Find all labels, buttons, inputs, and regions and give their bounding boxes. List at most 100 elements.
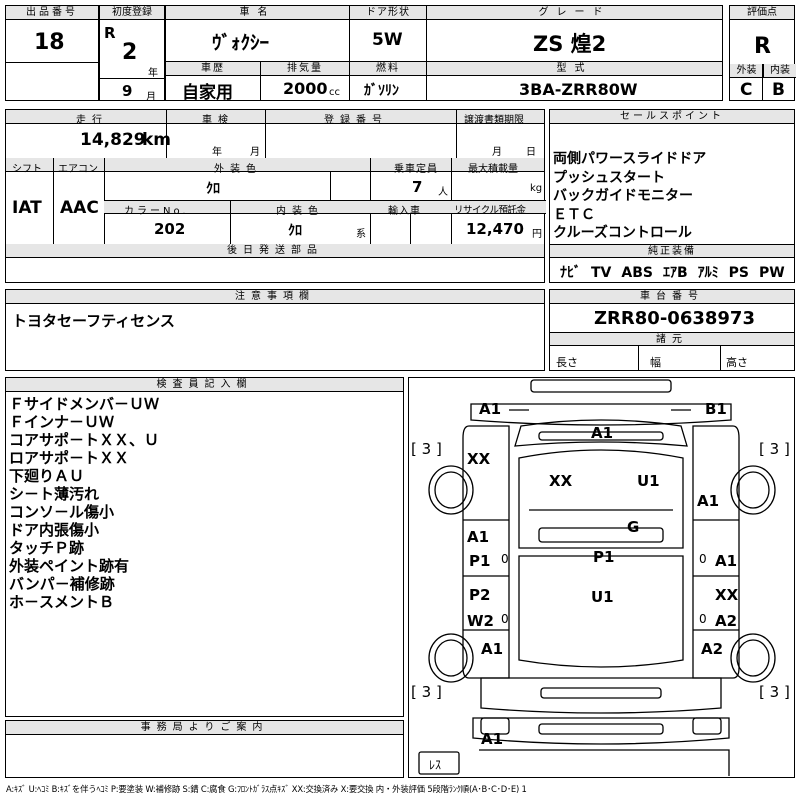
mark-door-rr: XX	[715, 586, 739, 604]
inspector-item: ロアサポ－トＸＸ	[9, 449, 130, 467]
recycle-unit: 円	[532, 229, 542, 240]
month-unit: 月	[146, 92, 156, 103]
mark-glass: G	[627, 518, 640, 536]
recycle-label: リサイクル預託金	[454, 205, 526, 216]
first-registration: 初度登録 R 2 年 9 月	[99, 5, 165, 103]
height-label: 高さ	[726, 356, 748, 369]
small-mark: 0	[501, 612, 509, 626]
import-label: 輸入車	[388, 206, 421, 217]
chassis-number: 車台番号 ZRR80-0638973 諸元 長さ 幅 高さ	[549, 289, 795, 371]
equip-item: TV	[591, 265, 612, 281]
shift-label: シフト	[12, 164, 42, 175]
transfer-month-unit: 月	[492, 147, 502, 158]
insp-month-unit: 月	[250, 147, 260, 158]
fuel-value: ｶﾞｿﾘﾝ	[364, 83, 399, 99]
small-mark: 0	[501, 552, 509, 566]
length-label: 長さ	[556, 356, 578, 369]
tire-tread-fl: [ 3 ]	[411, 440, 442, 458]
later-parts-label: 後日発送部品	[6, 244, 544, 258]
inspector-item: 下廻りＡＵ	[9, 467, 85, 485]
info-row: 走行 車検 登録番号 譲渡書類期限 14,829 km 年 月 月 日 シフト …	[5, 109, 546, 283]
int-color-value: ｸﾛ	[288, 223, 302, 239]
name-label: 車名	[166, 6, 349, 20]
lot-number: 18	[34, 30, 65, 55]
notes: 注意事項欄 トヨタセーフティセンス	[5, 289, 545, 371]
plate-label: 登録番号	[324, 115, 388, 126]
inspector-item: バンパ－補修跡	[9, 575, 115, 593]
equip-item: ｴｱB	[662, 265, 688, 281]
grade: グレード ZS 煌2	[426, 5, 723, 62]
tire-tread-rr: [ 3 ]	[759, 683, 790, 701]
capacity-value: 7	[412, 178, 423, 196]
sales-item: プッシュスタート	[553, 169, 665, 186]
sales-item: クルーズコントロール	[553, 225, 692, 241]
sales-item: 両側パワースライドドア	[553, 151, 707, 167]
inspector-list: Ｆサイドメンバ－ＵＷ Ｆインナ－ＵＷ コアサポ－トＸＸ、Ｕ ロアサポ－トＸＸ 下…	[9, 395, 159, 611]
mark-roof-front-r: U1	[637, 472, 660, 490]
ext-label: 外装	[730, 64, 763, 78]
grade-value: ZS 煌2	[533, 32, 607, 56]
sales-item: バックガイドモニター	[553, 188, 693, 204]
insp-year-unit: 年	[212, 147, 222, 158]
mark-roof-center: P1	[593, 548, 615, 566]
mark-fender-fr: A1	[697, 492, 720, 510]
inspection-label: 車検	[202, 115, 234, 126]
model-code: 型式 3BA-ZRR80W	[426, 61, 723, 101]
spare-tire-label: ﾚｽ	[429, 758, 442, 772]
mark-door-rl-2: W2	[467, 612, 494, 630]
inspector-item: コンソ－ル傷小	[9, 503, 115, 521]
mileage-unit: km	[142, 130, 172, 150]
fuel-label: 燃料	[350, 62, 426, 76]
inspector-item: Ｆサイドメンバ－ＵＷ	[9, 395, 160, 413]
transfer-label: 譲渡書類期限	[464, 115, 524, 126]
sales-points: セールスポイント 両側パワースライドドア プッシュスタート バックガイドモニター…	[549, 109, 795, 283]
lot-label: 出品番号	[6, 6, 98, 20]
displacement-value: 2000	[283, 79, 328, 98]
mark-hood: A1	[591, 424, 614, 442]
era: R	[104, 24, 116, 42]
small-mark: 0	[699, 552, 707, 566]
mark-quarter-rl: A1	[481, 640, 504, 658]
chassis-value: ZRR80-0638973	[594, 308, 755, 329]
tire-tread-rl: [ 3 ]	[411, 683, 442, 701]
recycle-value: 12,470	[466, 220, 524, 238]
ac-value: AAC	[60, 198, 99, 218]
ac-label: エアコン	[58, 164, 98, 175]
load-label: 最大積載量	[468, 164, 518, 175]
door-value: 5W	[372, 30, 403, 50]
shift-value: IAT	[12, 198, 42, 218]
score: 評価点 R 外装 内装 C B	[729, 5, 796, 101]
transfer-day-unit: 日	[526, 147, 536, 158]
inspector-item: シ－ト薄汚れ	[9, 485, 100, 503]
car-name: 車名 ｳﾞｫｸｼｰ	[165, 5, 350, 62]
model-value: 3BA-ZRR80W	[519, 80, 638, 99]
reg-year: 2	[122, 40, 138, 65]
mark-door-fl: A1	[467, 528, 490, 546]
int-color-unit: 系	[356, 229, 366, 240]
displacement: 排気量 2000 cc	[260, 61, 350, 101]
capacity-label: 乗車定員	[394, 164, 438, 175]
sales-item: ＥＴＣ	[553, 206, 595, 223]
model-label: 型式	[427, 62, 722, 76]
score-label: 評価点	[730, 6, 794, 20]
equip-item: ﾅﾋﾞ	[560, 265, 581, 281]
displacement-label: 排気量	[261, 62, 349, 76]
mileage-value: 14,829	[80, 130, 146, 150]
inspector-item: ドア内張傷小	[9, 521, 100, 539]
inspector-item: コアサポ－トＸＸ、Ｕ	[9, 431, 160, 449]
row2-header-b	[6, 158, 544, 172]
sales-list: 両側パワースライドドア プッシュスタート バックガイドモニター ＥＴＣ クルーズ…	[553, 150, 706, 243]
equip-item: ABS	[621, 265, 653, 281]
row2-header-c	[104, 200, 546, 214]
notes-label: 注意事項欄	[6, 290, 544, 304]
car-history: 車歴 自家用	[165, 61, 261, 103]
mark-roof-rear: U1	[591, 588, 614, 606]
mark-quarter-rr: A2	[701, 640, 724, 658]
header-block: 出品番号 18	[5, 5, 99, 101]
row2-header-a	[6, 110, 544, 124]
mark-door-fr: A1	[715, 552, 738, 570]
equip-item: ｱﾙﾐ	[697, 265, 719, 281]
tire-tread-fr: [ 3 ]	[759, 440, 790, 458]
int-score: B	[772, 80, 785, 100]
